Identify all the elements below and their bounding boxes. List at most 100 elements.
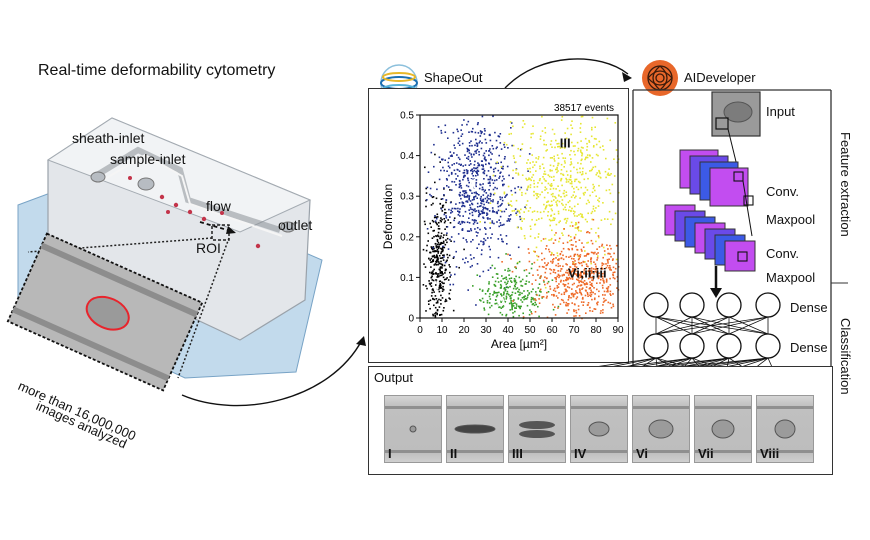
point	[530, 311, 532, 313]
point	[433, 247, 435, 250]
output-cell-label: Vii	[698, 446, 714, 461]
point	[430, 246, 433, 248]
point	[535, 219, 538, 221]
point	[438, 262, 440, 265]
point	[560, 298, 563, 301]
point	[612, 266, 615, 269]
point	[474, 131, 477, 134]
point	[589, 170, 591, 172]
point	[481, 297, 484, 300]
point	[440, 251, 443, 253]
point	[481, 168, 484, 170]
point	[561, 142, 564, 145]
point	[543, 170, 546, 173]
point	[553, 219, 555, 221]
point	[574, 268, 577, 270]
point	[570, 296, 572, 299]
conv-stack-2	[664, 204, 756, 272]
point	[468, 164, 471, 166]
point	[505, 298, 508, 300]
point	[524, 295, 526, 297]
point	[490, 237, 492, 239]
point	[441, 248, 443, 251]
point	[429, 283, 432, 286]
point	[496, 202, 499, 205]
point	[560, 293, 563, 296]
point	[557, 212, 560, 215]
point	[589, 306, 591, 309]
point	[440, 252, 442, 255]
point	[490, 304, 493, 307]
point	[495, 211, 498, 214]
point	[569, 206, 571, 208]
point	[502, 183, 504, 186]
point	[502, 305, 505, 307]
point	[457, 137, 460, 140]
point	[578, 274, 580, 277]
point	[506, 165, 509, 168]
point	[601, 262, 603, 264]
point	[553, 175, 555, 178]
point	[482, 301, 485, 303]
point	[555, 203, 558, 205]
conv2-label: Conv.	[766, 246, 799, 261]
point	[481, 164, 483, 166]
point	[564, 206, 566, 209]
point	[511, 194, 513, 196]
point	[443, 264, 446, 267]
point	[547, 192, 549, 194]
point	[452, 257, 455, 259]
point	[527, 185, 530, 188]
point	[483, 170, 486, 172]
point	[448, 297, 450, 299]
point	[586, 189, 589, 191]
point	[585, 282, 588, 284]
point	[558, 258, 560, 260]
point	[438, 306, 441, 308]
point	[554, 306, 556, 308]
point	[492, 174, 495, 177]
point	[464, 164, 467, 166]
point	[495, 292, 498, 294]
point	[436, 240, 439, 242]
point	[514, 302, 516, 304]
point	[515, 199, 518, 202]
point	[566, 217, 569, 220]
point	[431, 219, 434, 222]
point	[577, 162, 579, 164]
point	[458, 183, 461, 186]
point	[565, 271, 567, 274]
maxpool2-label: Maxpool	[766, 270, 816, 285]
point	[522, 312, 524, 315]
point	[519, 291, 521, 294]
point	[590, 295, 592, 298]
point	[533, 182, 535, 185]
point	[552, 303, 554, 306]
point	[503, 143, 505, 146]
point	[591, 168, 593, 171]
point	[425, 187, 427, 190]
point	[610, 294, 612, 296]
point	[535, 303, 537, 306]
point	[436, 282, 439, 285]
point	[597, 301, 599, 303]
point	[574, 180, 576, 183]
point	[596, 259, 598, 261]
cluster-II	[426, 115, 531, 306]
x-tick-label: 10	[436, 325, 448, 336]
point	[466, 230, 469, 232]
point	[562, 299, 564, 302]
point	[574, 211, 576, 213]
point	[473, 221, 476, 224]
point	[554, 195, 556, 198]
point	[482, 183, 484, 185]
point	[448, 264, 450, 266]
point	[478, 214, 480, 216]
point	[571, 207, 573, 210]
point	[576, 168, 578, 171]
point	[507, 147, 509, 149]
point	[435, 302, 438, 304]
point	[561, 232, 563, 234]
point	[575, 309, 577, 312]
point	[510, 132, 512, 135]
